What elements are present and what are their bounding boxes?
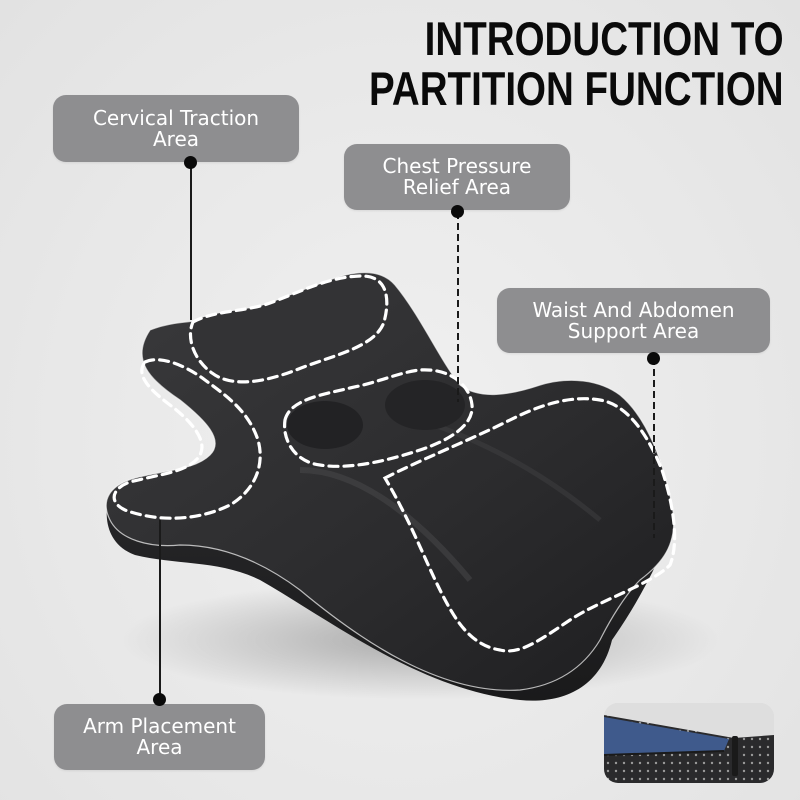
leader-line-chest <box>457 212 459 402</box>
callout-arm-placement: Arm Placement Area <box>54 704 265 770</box>
callout-text-line2: Relief Area <box>402 175 512 199</box>
callout-text-line2: Area <box>136 735 183 759</box>
callout-text-line1: Arm Placement <box>83 714 236 738</box>
callout-cervical-traction: Cervical Traction Area <box>53 95 299 162</box>
ridge-highlight <box>419 417 602 522</box>
page-title: INTRODUCTION TO PARTITION FUNCTION <box>369 14 784 114</box>
ridge-highlight <box>299 467 473 582</box>
callout-text-line1: Cervical Traction <box>92 105 260 130</box>
leader-line-cervical <box>190 162 192 320</box>
anchor-dot-chest <box>451 205 464 218</box>
leader-line-arm <box>159 520 161 698</box>
stitch-waist <box>382 397 677 653</box>
zipper-detail-inset <box>604 703 774 783</box>
zipper-detail-image <box>604 703 774 783</box>
callout-text-line1: Chest Pressure <box>382 154 532 178</box>
title-line-2: PARTITION FUNCTION <box>369 62 784 115</box>
title-line-1: INTRODUCTION TO <box>425 12 784 65</box>
stitch-chest <box>282 368 474 468</box>
callout-text-line1: Waist And Abdomen <box>532 297 735 322</box>
callout-text-line2: Support Area <box>567 318 700 343</box>
leader-line-waist <box>653 358 655 538</box>
anchor-dot-waist <box>647 352 660 365</box>
stitch-cervical <box>188 274 389 384</box>
chest-cavity-left <box>287 401 363 449</box>
anchor-dot-arm <box>153 693 166 706</box>
chest-cavity-right <box>385 380 465 430</box>
stitch-arm <box>112 358 262 520</box>
callout-waist-abdomen-support: Waist And Abdomen Support Area <box>497 288 770 353</box>
callout-chest-pressure-relief: Chest Pressure Relief Area <box>344 144 570 210</box>
callout-text-line2: Area <box>152 126 200 151</box>
anchor-dot-cervical <box>184 156 197 169</box>
